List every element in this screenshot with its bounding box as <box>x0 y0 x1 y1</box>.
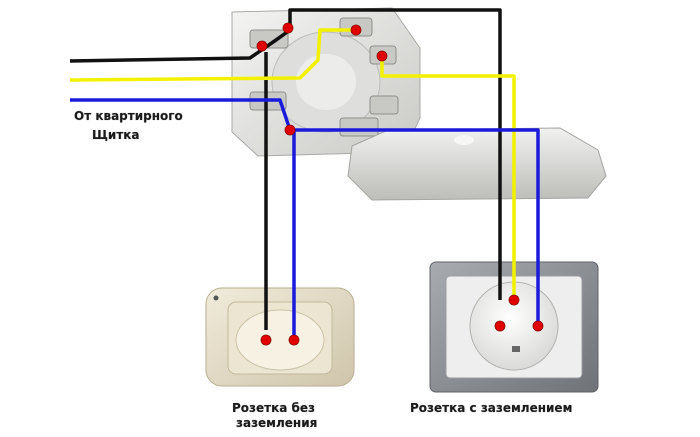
terminal-block <box>369 95 399 115</box>
terminal-dot <box>260 334 272 346</box>
terminal-dot <box>494 320 506 332</box>
lid-screw-hole <box>454 135 474 145</box>
ground-wire <box>69 28 356 82</box>
terminal-block <box>339 117 379 137</box>
socket-no-ground-label-line1: Розетка без <box>232 401 316 415</box>
terminal-dot <box>284 124 296 136</box>
terminal-dot <box>508 294 520 306</box>
junction-box-lid <box>347 127 607 201</box>
terminals <box>256 22 544 346</box>
terminal-dot <box>376 50 388 62</box>
panel-label-line2: Щитка <box>92 128 140 142</box>
socket-ground-label: Розетка с заземлением <box>410 401 573 415</box>
socket-with-grounding <box>429 261 599 393</box>
terminal-dot <box>256 40 268 52</box>
terminal-dot <box>288 334 300 346</box>
ground-contact <box>512 346 520 352</box>
socket-without-grounding <box>205 287 355 387</box>
ground-wire-socket2 <box>380 60 516 300</box>
panel-label-line1: От квартирного <box>74 109 183 123</box>
terminal-dot <box>532 320 544 332</box>
socket-no-ground-label-line2: заземления <box>236 416 318 430</box>
terminal-dot <box>350 24 362 36</box>
junction-box <box>231 7 421 157</box>
terminal-dot <box>282 22 294 34</box>
